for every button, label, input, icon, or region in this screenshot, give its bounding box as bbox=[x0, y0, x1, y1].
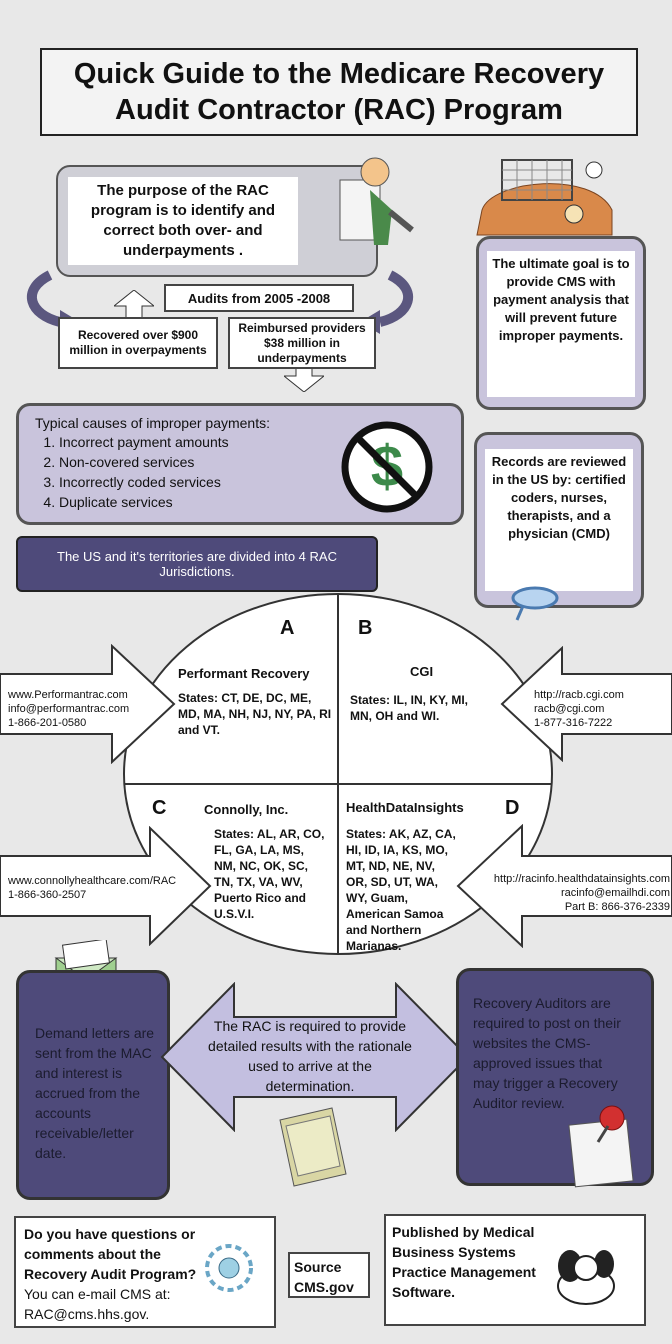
region-c-contact-1: www.connollyhealthcare.com/RAC bbox=[8, 875, 177, 887]
region-c-contact-2: 1-866-360-2507 bbox=[8, 889, 87, 901]
region-a-contact-2: info@performantrac.com bbox=[8, 703, 130, 715]
cause-item: Incorrectly coded services bbox=[59, 472, 445, 492]
region-b-contact-2: racb@cgi.com bbox=[534, 703, 605, 715]
causes-heading: Typical causes of improper payments: bbox=[35, 415, 270, 431]
region-a-contact: www.Performantrac.com info@performantrac… bbox=[8, 688, 168, 730]
questions-box: Do you have questions or comments about … bbox=[14, 1216, 276, 1328]
questions-text: Do you have questions or comments about … bbox=[24, 1226, 197, 1282]
arrow-c bbox=[0, 826, 212, 946]
jurisdiction-circle bbox=[123, 593, 553, 955]
region-d-contact-2: racinfo@emailhdi.com bbox=[561, 887, 670, 899]
region-c-states: States: AL, AR, CO, FL, GA, LA, MS, NM, … bbox=[214, 827, 325, 921]
region-d-contact: http://racinfo.healthdatainsights.com ra… bbox=[470, 872, 670, 914]
headset-icon bbox=[205, 1244, 253, 1292]
questions-email[interactable]: RAC@cms.hhs.gov. bbox=[24, 1306, 150, 1322]
region-a-states: States: CT, DE, DC, ME, MD, MA, NH, NJ, … bbox=[178, 691, 332, 737]
arrow-d bbox=[456, 824, 672, 948]
cause-item: Non-covered services bbox=[59, 452, 445, 472]
ultimate-goal-box: The ultimate goal is to provide CMS with… bbox=[476, 236, 646, 410]
arrow-a bbox=[0, 644, 176, 764]
documents-icon bbox=[279, 1107, 347, 1187]
region-a-contact-3: 1-866-201-0580 bbox=[8, 717, 87, 729]
worried-man-icon bbox=[339, 157, 414, 245]
region-b-states: States: IL, IN, KY, MI, MN, OH and WI. bbox=[350, 693, 469, 723]
region-d-states: States: AK, AZ, CA, HI, ID, IA, KS, MO, … bbox=[346, 827, 456, 953]
causes-list: Incorrect payment amounts Non-covered se… bbox=[35, 432, 445, 512]
up-arrow-left bbox=[114, 290, 154, 320]
region-b-contact-1: http://racb.cgi.com bbox=[534, 689, 624, 701]
region-d-contact-1: http://racinfo.healthdatainsights.com bbox=[493, 873, 670, 885]
title-line-1: Quick Guide to the Medicare Recovery bbox=[73, 58, 605, 90]
region-b-name: CGI bbox=[410, 664, 434, 679]
region-d-name: HealthDataInsights bbox=[346, 800, 464, 815]
region-b-contact-3: 1-877-316-7222 bbox=[534, 717, 613, 729]
reimbursed-box: Reimbursed providers $38 million in unde… bbox=[228, 317, 376, 369]
pushpin-note-icon bbox=[568, 1105, 634, 1188]
demand-letters-text: Demand letters are sent from the MAC and… bbox=[35, 1025, 155, 1161]
region-b-letter: B bbox=[358, 617, 373, 639]
dog-icon bbox=[557, 1250, 615, 1305]
down-arrow-right bbox=[284, 366, 324, 392]
audits-label: Audits from 2005 -2008 bbox=[164, 284, 354, 312]
recovery-auditors-text: Recovery Auditors are required to post o… bbox=[473, 995, 621, 1111]
purpose-box: The purpose of the RAC program is to ide… bbox=[56, 165, 378, 277]
region-c-contact: www.connollyhealthcare.com/RAC 1-866-360… bbox=[8, 874, 198, 902]
region-a-letter: A bbox=[280, 617, 295, 639]
arrow-b bbox=[500, 646, 672, 762]
region-c-letter: C bbox=[152, 797, 167, 819]
region-d-letter: D bbox=[505, 797, 520, 819]
region-a-name: Performant Recovery bbox=[178, 666, 310, 681]
questions-email-line: You can e-mail CMS at: bbox=[24, 1286, 171, 1302]
source-box: Source CMS.gov bbox=[288, 1252, 370, 1298]
records-box: Records are reviewed in the US by: certi… bbox=[474, 432, 644, 608]
region-a-contact-1: www.Performantrac.com bbox=[8, 689, 128, 701]
region-d-contact-3: Part B: 866-376-2339 bbox=[564, 901, 670, 913]
rac-required-text: The RAC is required to provide detailed … bbox=[208, 1018, 412, 1094]
purpose-text: The purpose of the RAC program is to ide… bbox=[68, 177, 298, 265]
region-b-contact: http://racb.cgi.com racb@cgi.com 1-877-3… bbox=[534, 688, 668, 730]
demand-letters-box: Demand letters are sent from the MAC and… bbox=[16, 970, 170, 1200]
published-text: Published by Medical Business Systems Pr… bbox=[392, 1224, 536, 1300]
records-text: Records are reviewed in the US by: certi… bbox=[485, 449, 633, 591]
magnifier-icon bbox=[511, 586, 559, 621]
soccer-goal-icon bbox=[476, 159, 613, 236]
recovered-box: Recovered over $900 million in overpayme… bbox=[58, 317, 218, 369]
cause-item: Duplicate services bbox=[59, 492, 445, 512]
title-line-2: Audit Contractor (RAC) Program bbox=[115, 94, 563, 126]
cause-item: Incorrect payment amounts bbox=[59, 432, 445, 452]
no-dollar-icon: $ bbox=[341, 421, 433, 513]
region-c-name: Connolly, Inc. bbox=[204, 802, 289, 817]
ultimate-goal-text: The ultimate goal is to provide CMS with… bbox=[487, 251, 635, 397]
jurisdictions-banner: The US and it's territories are divided … bbox=[16, 536, 378, 592]
